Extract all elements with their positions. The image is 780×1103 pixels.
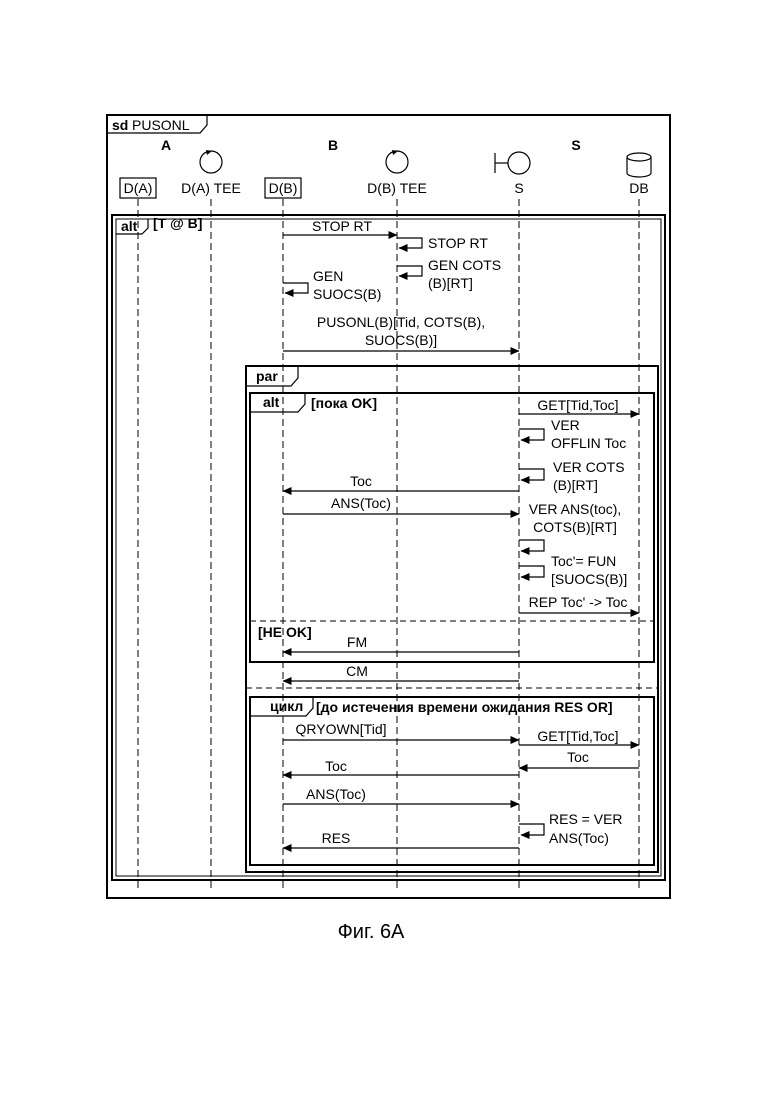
- lifeline-database-label: DB: [629, 180, 648, 196]
- lifeline-db-tee-label: D(B) TEE: [367, 180, 427, 196]
- message-cm-label: CM: [346, 663, 368, 679]
- self-message-res-ver: [519, 824, 544, 835]
- self-message-ver-ans-label-2: COTS(B)[RT]: [533, 519, 617, 535]
- fragment-alt-inner-keyword: alt: [263, 394, 280, 410]
- self-message-toc-fun-label-2: [SUOCS(B)]: [551, 571, 627, 587]
- message-get-2-label: GET[Tid,Toc]: [537, 728, 618, 744]
- message-get-1-label: GET[Tid,Toc]: [537, 397, 618, 413]
- group-label-b: B: [328, 137, 338, 153]
- self-message-ver-ans-label-1: VER ANS(toc),: [529, 501, 622, 517]
- fragment-loop-guard: [до истечения времени ожидания RES OR]: [316, 699, 613, 715]
- self-message-ver-cots-label-2: (B)[RT]: [553, 477, 598, 493]
- group-label-s: S: [571, 137, 580, 153]
- message-pusonl-label-1: PUSONL(B)[Tid, COTS(B),: [317, 314, 485, 330]
- database-icon: [627, 153, 651, 177]
- self-message-gen-suocs-label-2: SUOCS(B): [313, 286, 381, 302]
- self-message-toc-fun-label-1: Toc'= FUN: [551, 553, 616, 569]
- fragment-alt-inner-else-guard: [НЕ OK]: [258, 624, 312, 640]
- message-pusonl-label-2: SUOCS(B)]: [365, 332, 437, 348]
- lifeline-s-label: S: [514, 180, 523, 196]
- message-qryown-label: QRYOWN[Tid]: [295, 721, 386, 737]
- self-message-stop-rt: [397, 238, 422, 248]
- figure-caption: Фиг. 6А: [338, 921, 405, 943]
- message-toc-db-label: Toc: [567, 749, 589, 765]
- message-toc-1-label: Toc: [350, 473, 372, 489]
- self-message-res-ver-label-2: ANS(Toc): [549, 830, 609, 846]
- message-stop-rt-label: STOP RT: [312, 218, 372, 234]
- control-icon: [200, 150, 222, 173]
- lifeline-db-label: D(B): [269, 180, 298, 196]
- self-message-gen-cots: [397, 266, 422, 276]
- self-message-ver-cots-label-1: VER COTS: [553, 459, 625, 475]
- self-message-toc-fun: [519, 566, 544, 577]
- message-toc-2-label: Toc: [325, 758, 347, 774]
- boundary-icon: [495, 152, 530, 174]
- fragment-par-keyword: par: [256, 368, 278, 384]
- self-message-stop-rt-label: STOP RT: [428, 235, 488, 251]
- message-res-label: RES: [322, 830, 351, 846]
- group-label-a: A: [161, 137, 171, 153]
- lifeline-da-tee-label: D(A) TEE: [181, 180, 241, 196]
- frame-keyword: sd: [112, 117, 128, 133]
- self-message-gen-cots-label-1: GEN COTS: [428, 257, 501, 273]
- message-ans-toc-1-label: ANS(Toc): [331, 495, 391, 511]
- frame-name: PUSONL: [132, 117, 190, 133]
- message-rep-label: REP Toc' -> Toc: [529, 594, 628, 610]
- message-fm-label: FM: [347, 634, 367, 650]
- fragment-loop-keyword: цикл: [270, 698, 303, 714]
- fragment-alt-outer-keyword: alt: [121, 218, 138, 234]
- self-message-gen-cots-label-2: (B)[RT]: [428, 275, 473, 291]
- self-message-gen-suocs: [283, 283, 308, 293]
- self-message-ver-ans: [519, 540, 544, 551]
- self-message-ver-offlin: [519, 429, 544, 440]
- fragment-alt-inner-guard: [пока OK]: [311, 395, 377, 411]
- lifeline-da-label: D(A): [124, 180, 153, 196]
- self-message-gen-suocs-label-1: GEN: [313, 268, 343, 284]
- fragment-alt-outer-guard: [T @ B]: [153, 215, 202, 231]
- self-message-ver-cots: [519, 469, 544, 480]
- control-icon: [386, 150, 408, 173]
- self-message-res-ver-label-1: RES = VER: [549, 811, 623, 827]
- message-ans-toc-2-label: ANS(Toc): [306, 786, 366, 802]
- self-message-ver-offlin-label-1: VER: [551, 417, 580, 433]
- self-message-ver-offlin-label-2: OFFLIN Toc: [551, 435, 626, 451]
